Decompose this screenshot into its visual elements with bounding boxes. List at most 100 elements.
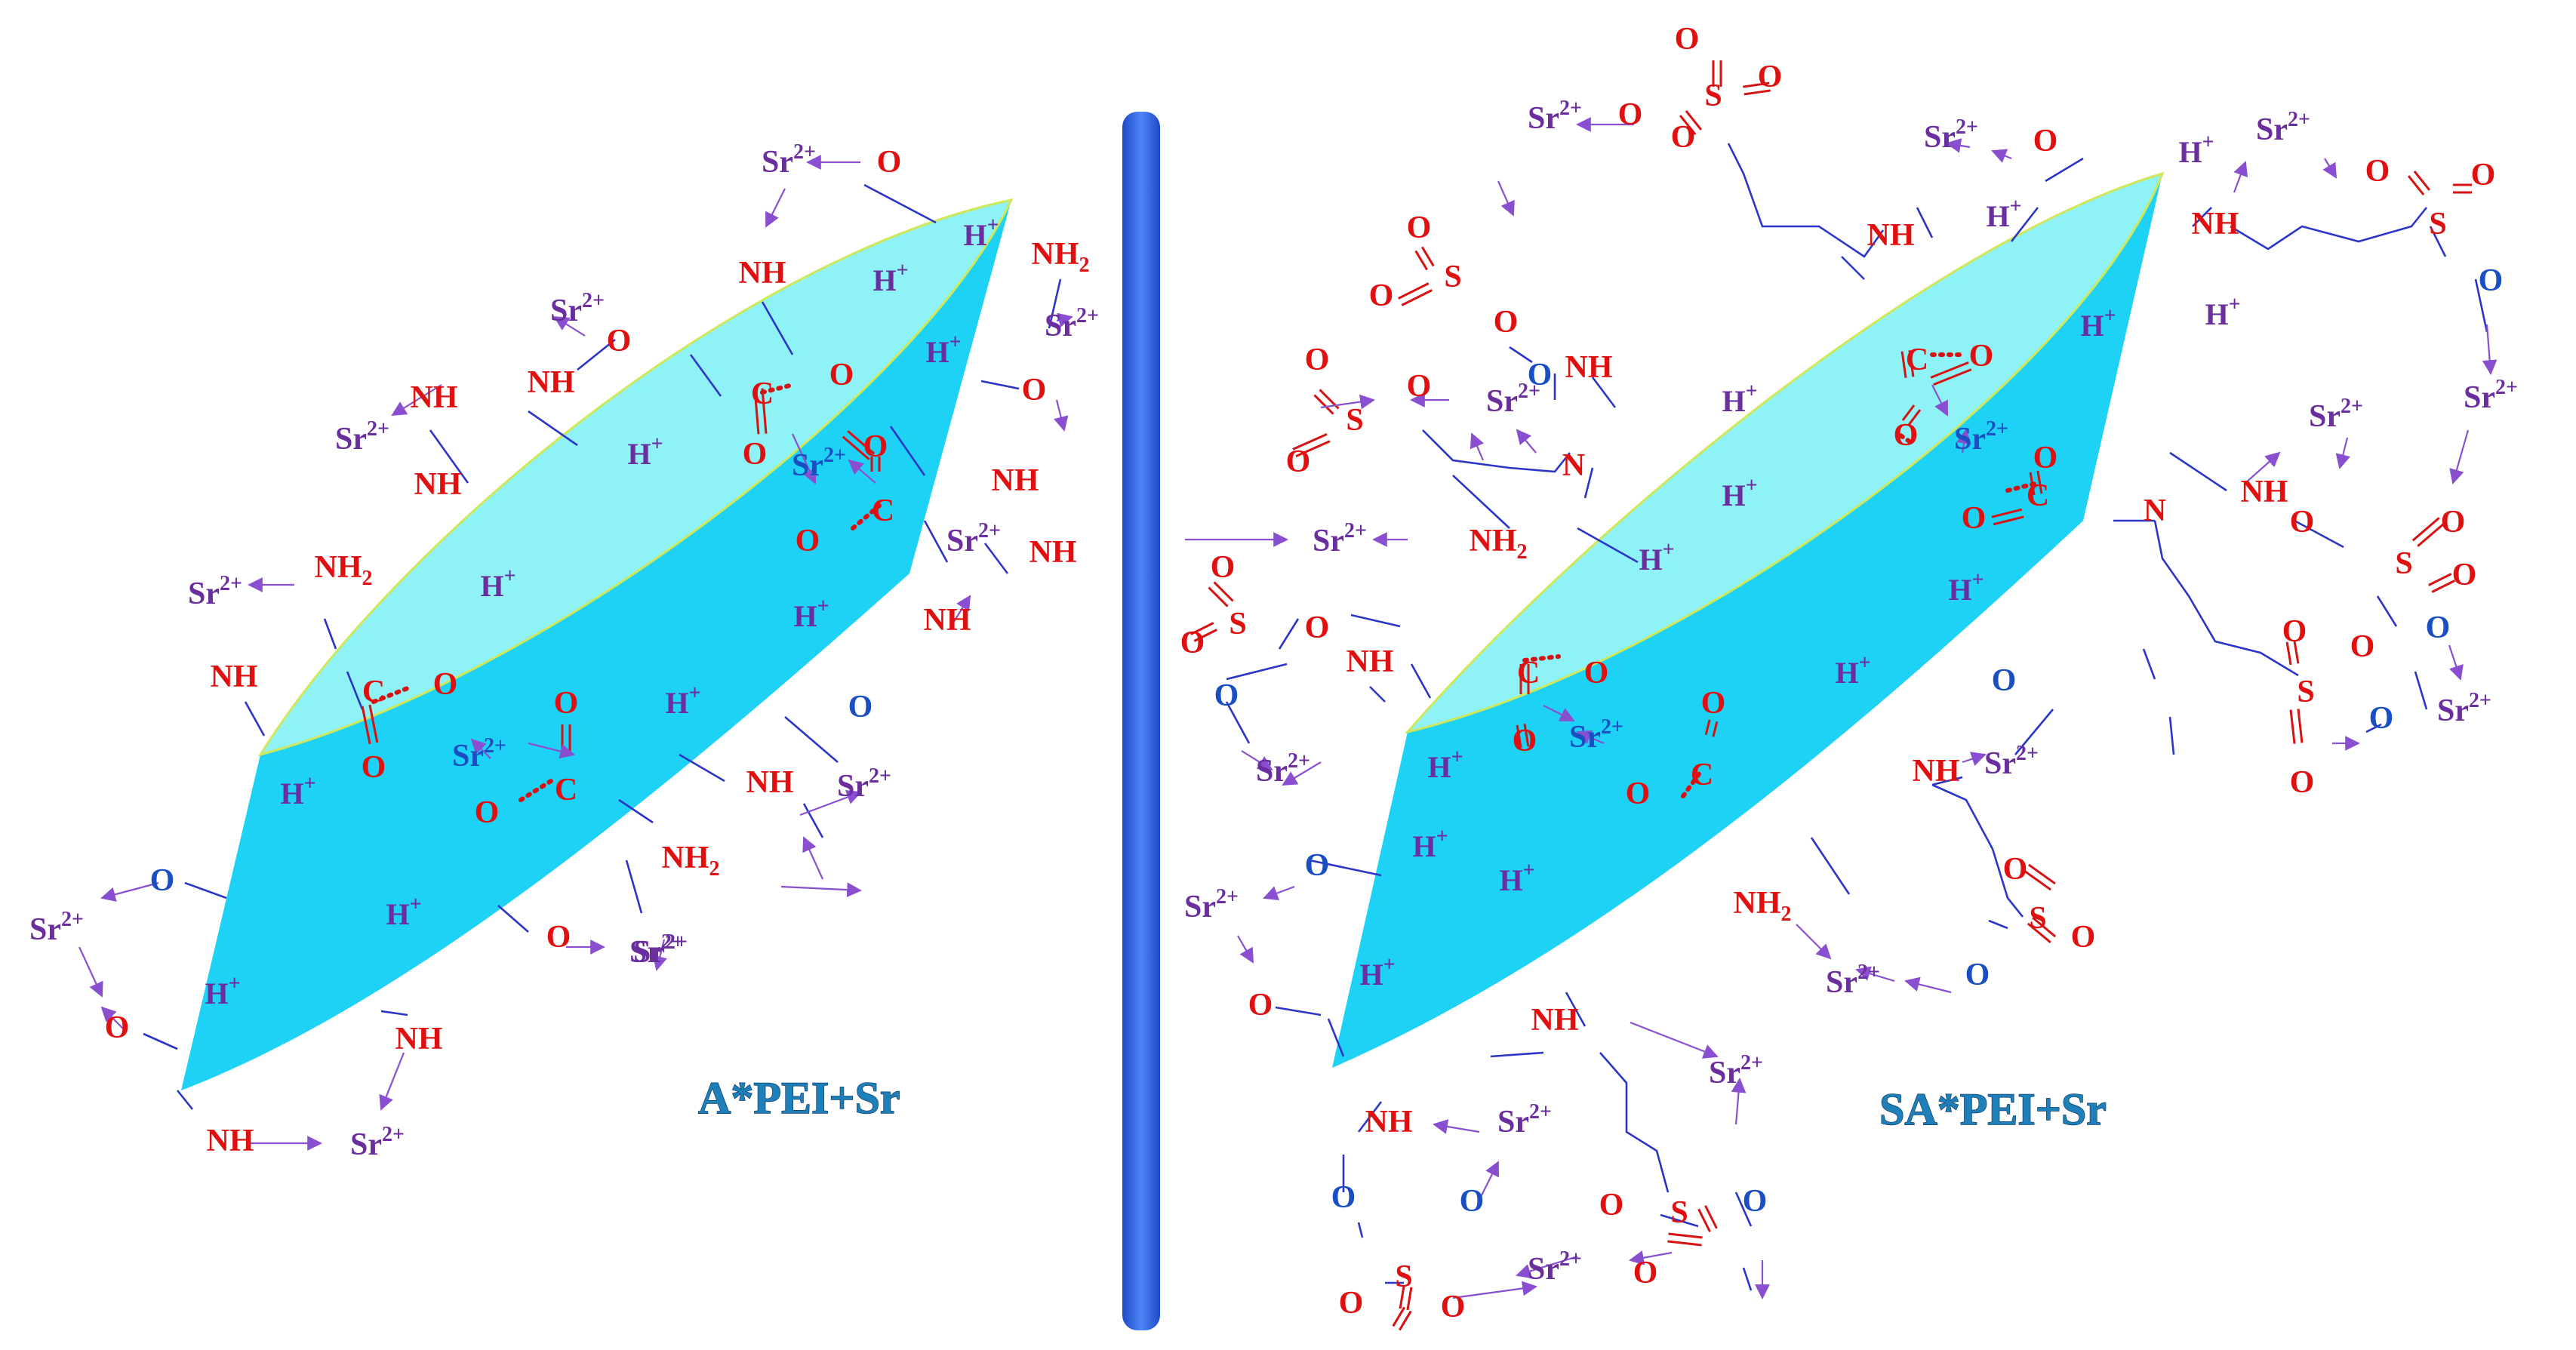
oxygen-red: O — [554, 686, 579, 721]
h-plus: H+ — [1722, 474, 1757, 512]
coordination-arrow — [802, 836, 824, 880]
sulfur: S — [2029, 901, 2046, 936]
coordination-arrow — [1796, 924, 1832, 960]
oxygen-red: O — [2003, 852, 2028, 887]
sr2-ion: Sr2+ — [1184, 885, 1239, 924]
double-bond — [2024, 869, 2051, 891]
double-bond — [1295, 440, 1331, 457]
coordination-arrow — [848, 459, 876, 484]
oxygen-red: O — [2282, 614, 2307, 649]
double-bond — [761, 388, 768, 434]
carbon: C — [1906, 343, 1928, 377]
oxygen-blue: O — [2426, 610, 2451, 645]
coordination-arrow — [1946, 138, 1971, 153]
oxygen-red: O — [105, 1010, 130, 1045]
h-plus: H+ — [793, 595, 829, 633]
double-bond — [1900, 351, 1907, 378]
bond-line — [1357, 1222, 1364, 1238]
sr2-ion: Sr2+ — [2309, 395, 2363, 434]
resonance-dots — [2005, 481, 2040, 493]
coordination-arrow — [765, 188, 786, 228]
sr2-ion: Sr2+ — [762, 140, 816, 180]
sulfur: S — [1346, 403, 1363, 438]
nh-group: NH — [207, 1124, 254, 1158]
oxygen-red: O — [1286, 444, 1311, 479]
coordination-arrow — [1516, 429, 1537, 454]
double-bond — [368, 704, 379, 743]
bond-line — [2365, 723, 2382, 733]
oxygen-red: O — [1211, 550, 1236, 585]
nh-group: NH — [211, 660, 258, 694]
resonance-dots — [1522, 654, 1561, 663]
oxygen-red: O — [1305, 343, 1330, 377]
sr2-ion: Sr2+ — [1826, 961, 1880, 1000]
nh-group: NH — [746, 765, 794, 800]
double-bond — [2428, 573, 2452, 586]
oxygen-blue: O — [1528, 358, 1553, 392]
coordination-arrow — [2322, 158, 2337, 179]
double-bond — [1991, 508, 2023, 518]
double-bond — [2032, 917, 2057, 938]
sr2-ion: Sr2+ — [1954, 417, 2008, 457]
bond-line — [1278, 618, 1300, 650]
bond-line — [1577, 527, 1639, 564]
double-bond — [1933, 368, 1972, 386]
double-bond — [1313, 394, 1334, 415]
double-bond — [2036, 470, 2043, 494]
oxygen-red: O — [1248, 988, 1273, 1022]
double-bond — [1399, 1310, 1412, 1331]
coordination-arrow — [528, 742, 575, 759]
oxygen-red: O — [2033, 124, 2058, 158]
sr2-ion: Sr2+ — [633, 930, 688, 970]
coordination-arrow — [100, 881, 159, 902]
sr2-ion: Sr2+ — [1709, 1051, 1763, 1090]
coordination-arrow — [1629, 1250, 1673, 1265]
double-bond — [1743, 89, 1771, 96]
oxygen-red: O — [1969, 339, 1994, 374]
tertiary-n: N — [2144, 494, 2166, 528]
double-bond — [1901, 404, 1916, 421]
coordination-arrow — [1433, 1119, 1480, 1134]
bond-line — [1410, 663, 1432, 699]
nh-group: NH — [395, 1022, 443, 1056]
nh2-group: NH2 — [1032, 237, 1090, 277]
oxygen-red: O — [1305, 610, 1330, 645]
sr2-ion: Sr2+ — [1569, 715, 1623, 755]
right-adsorbent-cylinder — [1332, 171, 2165, 1068]
oxygen-blue: O — [1743, 1184, 1768, 1219]
sr2-ion: Sr2+ — [1528, 1247, 1582, 1287]
oxygen-red: O — [475, 795, 500, 830]
alkyl-chain — [2153, 520, 2299, 677]
coordination-arrow — [470, 738, 491, 759]
double-bond — [1712, 721, 1719, 737]
sr2-ion: Sr2+ — [2464, 376, 2518, 415]
coordination-arrow — [1056, 312, 1073, 328]
oxygen-red: O — [607, 324, 632, 358]
double-bond — [1704, 719, 1711, 736]
bond-line — [1452, 475, 1510, 529]
double-bond — [1993, 515, 2024, 526]
h-plus: H+ — [963, 214, 999, 252]
oxygen-red: O — [796, 524, 820, 558]
atom-labels: H+H+H+H+H+H+H+H+H+H+Sr2+ONHNH2Sr2+OSr2+O… — [29, 22, 2518, 1324]
carbon: C — [751, 377, 774, 411]
coordination-arrow — [1320, 394, 1375, 410]
sr2-ion: Sr2+ — [946, 519, 1001, 558]
oxygen-blue: O — [2479, 263, 2504, 298]
bond-line — [528, 410, 578, 447]
sr2-ion: Sr2+ — [1045, 304, 1099, 343]
oxygen-blue: O — [1965, 958, 1990, 992]
nh-group: NH — [2241, 475, 2288, 509]
coordination-arrow — [2449, 429, 2470, 484]
bond-line — [625, 860, 643, 914]
alkyl-chain — [2230, 207, 2428, 251]
oxygen-red: O — [2471, 158, 2496, 192]
coordination-arrow — [2245, 451, 2281, 484]
oxygen-red: O — [1441, 1290, 1466, 1324]
oxygen-red: O — [863, 429, 888, 464]
coordination-arrow — [379, 1052, 405, 1111]
sulfur: S — [1229, 607, 1246, 641]
coordination-arrow — [1630, 1021, 1719, 1059]
h-plus: H+ — [1639, 538, 1674, 577]
coordination-arrow — [78, 946, 103, 998]
